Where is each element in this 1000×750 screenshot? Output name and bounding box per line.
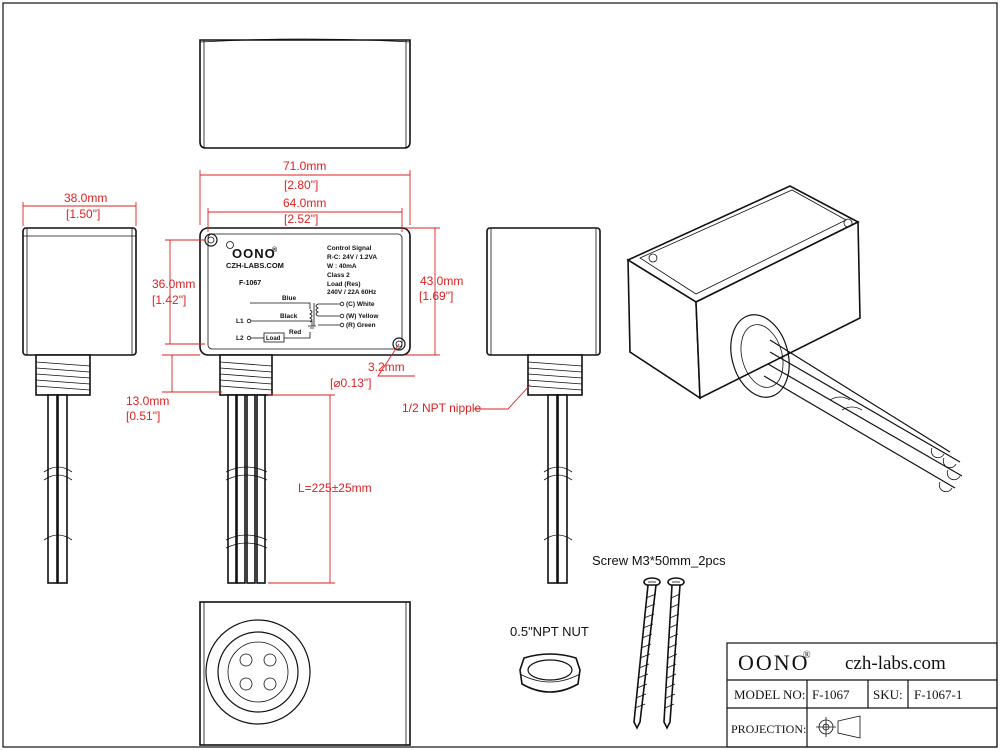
left-side-view <box>22 227 137 584</box>
terminal-l1-label: L1 <box>236 318 244 325</box>
bottom-view <box>199 601 411 746</box>
dim-width-in: [2.80"] <box>284 178 318 192</box>
projection-symbol-icon <box>816 715 861 739</box>
screws: Screw M3*50mm_2pcs <box>592 553 726 730</box>
dim-inner-height-in: [1.42"] <box>152 293 186 307</box>
label-spec-rc: R-C: 24V / 1.2VA <box>327 254 377 261</box>
label-model: F-1067 <box>239 280 261 287</box>
title-brand-mark: ® <box>803 650 811 661</box>
dim-nipple-in: [0.51"] <box>126 409 160 423</box>
model-value: F-1067 <box>812 687 850 702</box>
dim-inner-width-in: [2.52"] <box>284 212 318 226</box>
dim-height-mm: 43.0mm <box>420 274 463 288</box>
screw-label: Screw M3*50mm_2pcs <box>592 553 726 568</box>
terminal-w-label: (W) Yellow <box>346 313 379 320</box>
label-website: CZH-LABS.COM <box>226 261 284 270</box>
dim-inner-height-mm: 36.0mm <box>152 277 195 291</box>
dim-inner-width-mm: 64.0mm <box>283 196 326 210</box>
screw-2 <box>663 577 685 730</box>
dim-hole-in: [⌀0.13"] <box>330 376 372 390</box>
npt-nut: 0.5"NPT NUT <box>510 624 589 693</box>
top-view <box>199 38 411 149</box>
terminal-c-label: (C) White <box>346 301 375 308</box>
screw-1 <box>633 577 661 730</box>
dim-depth-in: [1.50"] <box>66 207 100 221</box>
front-wires <box>225 394 268 584</box>
label-spec-load-title: Load (Res) <box>327 281 361 288</box>
nut-label: 0.5"NPT NUT <box>510 624 589 639</box>
front-view: OONO ® CZH-LABS.COM F-1067 Control Signa… <box>199 227 411 584</box>
dim-nipple-mm: 13.0mm <box>126 394 169 408</box>
model-label: MODEL NO: <box>734 687 805 702</box>
dim-lead-length: L=225±25mm <box>298 481 372 495</box>
wire-red-label: Red <box>289 329 301 336</box>
isometric-view <box>626 185 963 493</box>
wire-blue-label: Blue <box>282 295 296 302</box>
label-brand: OONO <box>232 246 276 261</box>
terminal-l2-label: L2 <box>236 335 244 342</box>
wire-black-label: Black <box>280 313 298 320</box>
dim-hole-mm: 3.2mm <box>368 360 405 374</box>
right-side-view <box>486 227 601 584</box>
title-website: czh-labs.com <box>845 653 946 674</box>
dimensions: 71.0mm [2.80"] 64.0mm [2.52"] 38.0mm [1.… <box>22 159 531 584</box>
title-brand: OONO <box>738 650 810 675</box>
load-box-label: Load <box>266 336 281 342</box>
dim-depth-mm: 38.0mm <box>64 191 107 205</box>
sku-value: F-1067-1 <box>914 687 962 702</box>
label-brand-mark: ® <box>272 246 278 254</box>
label-spec-load: 240V / 22A 60Hz <box>327 289 377 296</box>
label-spec-w: W : 40mA <box>327 263 357 270</box>
terminal-r-label: (R) Green <box>346 322 376 329</box>
sku-label: SKU: <box>873 687 903 702</box>
title-block: OONO ® czh-labs.com MODEL NO: F-1067 SKU… <box>726 642 998 748</box>
dim-width-mm: 71.0mm <box>283 159 326 173</box>
dim-height-in: [1.69"] <box>419 289 453 303</box>
label-spec-class: Class 2 <box>327 272 350 279</box>
callout-nipple: 1/2 NPT nipple <box>402 401 481 415</box>
projection-label: PROJECTION: <box>731 722 806 736</box>
label-spec-title: Control Signal <box>327 245 372 252</box>
